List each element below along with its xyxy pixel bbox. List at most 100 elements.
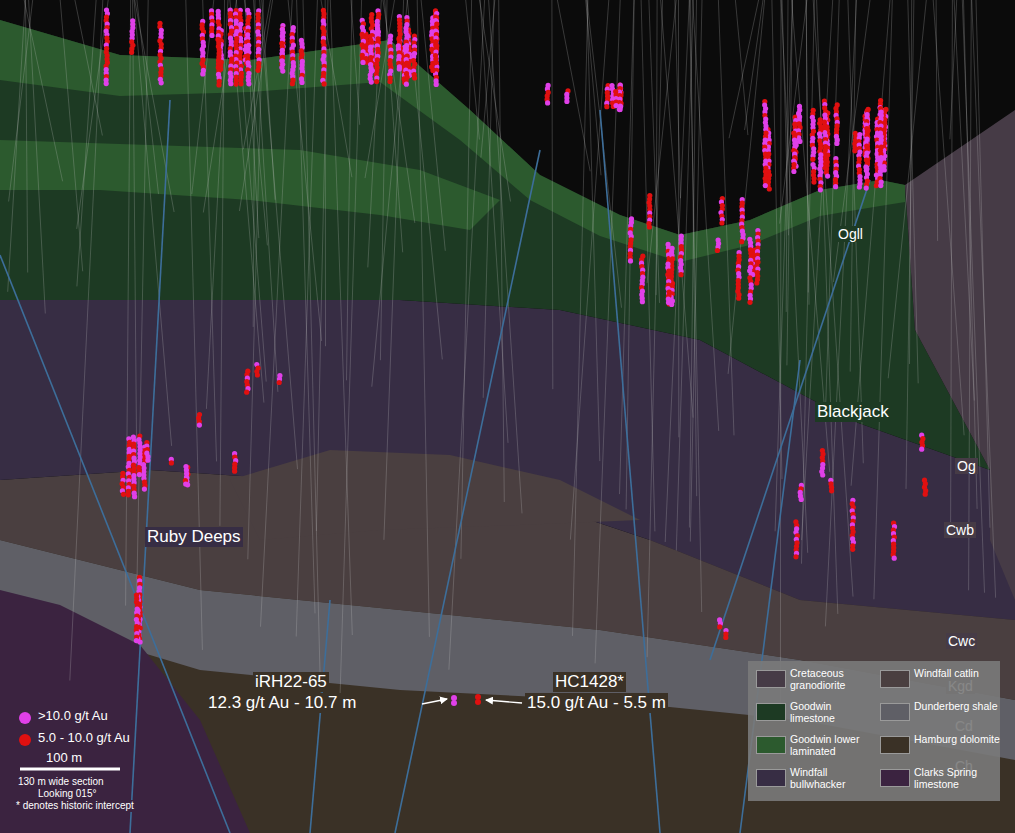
drill-hole <box>9 0 33 202</box>
drill-hole <box>969 0 972 590</box>
drill-hole <box>950 0 957 139</box>
drill-hole <box>933 0 964 435</box>
drill-hole <box>573 0 588 636</box>
drill-hole <box>60 0 82 271</box>
unit-label: Ruby Deeps <box>145 527 243 547</box>
drill-hole <box>781 0 808 553</box>
assay-dot <box>864 186 869 191</box>
assay-dot <box>255 68 260 73</box>
drill-hole <box>466 0 480 140</box>
assay-dot <box>754 280 759 285</box>
assay-dot <box>857 184 862 189</box>
assay-dot <box>736 296 741 301</box>
drill-hole <box>825 0 856 626</box>
drill-hole <box>24 0 62 181</box>
annotation: 15.0 g/t Au - 5.5 m <box>525 693 668 713</box>
assay-dot <box>290 81 295 86</box>
legend-swatch <box>756 736 786 754</box>
drill-hole <box>372 0 408 387</box>
assay-dot <box>834 141 839 146</box>
drill-hole <box>964 0 978 509</box>
drill-hole <box>728 0 765 374</box>
assay-dot <box>666 300 671 305</box>
assay-dot <box>375 57 380 62</box>
windfall-catlin-lens <box>230 450 640 540</box>
assay-dot <box>255 372 260 377</box>
drill-hole <box>586 0 601 175</box>
assay-dot <box>369 80 374 85</box>
assay-dot <box>829 488 834 493</box>
drill-hole <box>480 0 511 202</box>
assay-dot <box>200 71 205 76</box>
drill-hole <box>421 0 445 251</box>
legend-text: >10.0 g/t Au <box>36 709 110 724</box>
drill-hole <box>480 0 508 443</box>
goodwin-lower-laminated <box>0 20 905 262</box>
drill-hole <box>203 0 236 213</box>
assay-dot <box>238 81 243 86</box>
assay-dot <box>604 104 609 109</box>
drill-hole <box>910 0 912 364</box>
drill-hole <box>786 0 788 312</box>
assay-dot <box>878 105 883 110</box>
goodwin-limestone <box>0 20 990 470</box>
drill-hole <box>806 0 808 292</box>
legend-swatch <box>19 734 31 746</box>
drill-hole <box>77 0 96 286</box>
drill-hole <box>962 0 984 593</box>
drill-hole <box>206 0 228 409</box>
assay-dot <box>137 472 142 477</box>
legend-text: Windfall catlin <box>914 667 1002 679</box>
drill-hole <box>368 0 382 267</box>
drill-hole <box>330 0 352 635</box>
drill-hole <box>647 0 662 657</box>
assay-dot <box>233 82 238 87</box>
drill-hole <box>587 0 600 461</box>
drill-hole <box>483 0 494 398</box>
assay-dot <box>747 300 752 305</box>
drill-hole <box>26 0 28 273</box>
assay-dot <box>145 458 150 463</box>
assay-dot <box>614 103 619 108</box>
drill-hole <box>649 0 660 303</box>
assay-dots <box>104 8 929 645</box>
legend-text: Goodwin limestone <box>790 700 878 724</box>
assay-dot <box>132 494 137 499</box>
assay-dot <box>169 460 174 465</box>
drill-hole <box>384 0 404 540</box>
legend-text: Clarks Spring limestone <box>914 766 1002 790</box>
assay-dot <box>811 180 816 185</box>
assay-dot <box>430 68 435 73</box>
drill-hole <box>316 0 328 531</box>
assay-dot <box>475 699 481 705</box>
assay-dot <box>216 82 221 87</box>
drill-hole <box>690 0 702 542</box>
assay-dot <box>322 81 327 86</box>
unit-label: Blackjack <box>815 402 891 422</box>
assay-dot <box>723 635 728 640</box>
assay-dot <box>617 107 622 112</box>
assay-dot <box>280 62 285 67</box>
drill-hole <box>678 0 679 437</box>
unit-label: Cwb <box>944 522 976 538</box>
drill-hole <box>260 0 298 469</box>
drill-hole <box>239 0 272 211</box>
assay-dot <box>121 492 126 497</box>
assay-dot <box>433 60 438 65</box>
drill-hole <box>407 0 442 359</box>
drill-hole <box>481 0 495 158</box>
assay-dot <box>791 169 796 174</box>
drill-hole <box>951 0 953 525</box>
legend-swatch <box>756 703 786 721</box>
drill-hole <box>296 0 317 637</box>
assay-dot <box>919 447 924 452</box>
lithology-legend: Cretaceous granodioriteWindfall catlinGo… <box>748 661 1000 801</box>
drill-hole <box>908 0 918 383</box>
drill-hole <box>850 0 856 372</box>
drill-hole <box>70 0 103 681</box>
drill-hole <box>499 0 505 502</box>
legend-text: Windfall bullwhacker <box>790 766 878 790</box>
drill-hole <box>888 0 926 378</box>
assay-dot <box>628 258 633 263</box>
